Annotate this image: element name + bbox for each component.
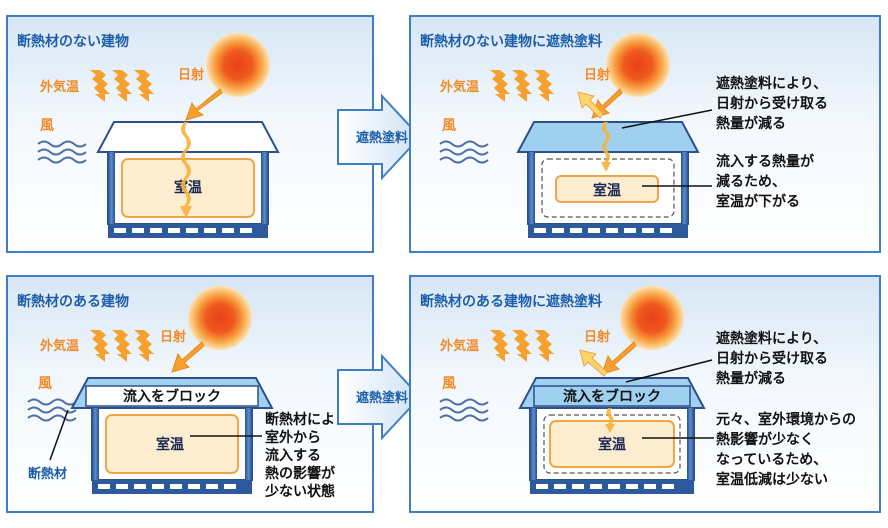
room-temp-label: 室温 — [156, 436, 184, 453]
outside-temp-label: 外気温 — [39, 338, 79, 354]
sunlight-arrow — [171, 341, 205, 373]
room-temp-label: 室温 — [593, 182, 621, 199]
sun-icon — [606, 33, 670, 97]
sunlight-arrow — [185, 88, 223, 121]
room-temp-label: 室温 — [174, 179, 202, 196]
room-temp-box — [121, 158, 255, 218]
wind-label: 風 — [442, 118, 456, 134]
heat-arrows-icon — [90, 70, 154, 102]
wind-icon — [37, 140, 87, 164]
wind-icon — [439, 398, 489, 422]
house: 室温 — [96, 121, 280, 238]
wall-left — [530, 408, 537, 480]
insulation-layer — [85, 385, 259, 407]
insulation-label: 断熱材 — [28, 466, 67, 482]
wall-left — [528, 152, 535, 224]
reflected-sunlight-arrow — [577, 91, 604, 119]
room-temp-box — [105, 414, 239, 474]
wall-left — [108, 152, 115, 224]
wall-right — [245, 408, 252, 480]
panel-no-insulation: 断熱材のない建物 日射 外気温 風 — [6, 15, 374, 253]
coating-arrow-label: 遮熱塗料 — [356, 390, 408, 406]
wall-right — [681, 152, 688, 224]
sunlight-label: 日射 — [160, 329, 186, 345]
panel-no-insulation-with-coating: 断熱材のない建物に遮熱塗料 日射 外気温 風 室 — [409, 15, 881, 253]
callout-line — [49, 409, 69, 461]
wall-right — [261, 152, 268, 224]
sun-icon — [188, 286, 252, 350]
outside-temp-label: 外気温 — [439, 79, 479, 95]
wind-label: 風 — [442, 376, 456, 392]
room-temp-label: 室温 — [598, 436, 626, 453]
panel-title: 断熱材のない建物 — [17, 33, 129, 50]
sunlight-label: 日射 — [178, 67, 204, 83]
panel-with-insulation: 断熱材のある建物 日射 外気温 風 流入をブロック — [6, 275, 374, 513]
panel-title: 断熱材のある建物 — [17, 293, 129, 310]
panel-title: 断熱材のある建物に遮熱塗料 — [420, 293, 602, 310]
description-coating: 遮熱塗料により、 日射から受け取る 熱量が減る — [716, 75, 833, 132]
callout-line — [625, 359, 713, 383]
block-inflow-label: 流入をブロック — [563, 388, 661, 405]
heat-arrows-icon — [490, 70, 554, 102]
wind-label: 風 — [38, 376, 52, 392]
sunlight-label: 日射 — [584, 67, 610, 83]
sunlight-arrow — [601, 341, 637, 375]
heat-flow-arrow — [180, 122, 192, 218]
coating-arrow-bottom: 遮熱塗料 — [337, 353, 422, 441]
insulation-layer — [533, 385, 691, 407]
wind-icon — [439, 140, 489, 164]
callout-line — [621, 109, 713, 129]
outside-temp-label: 外気温 — [439, 338, 479, 354]
description-coating: 遮熱塗料により、 日射から受け取る 熱量が減る — [716, 330, 833, 387]
wall-right — [687, 408, 694, 480]
sun-icon — [620, 286, 684, 350]
heat-arrows-icon — [90, 330, 154, 362]
panel-with-insulation-with-coating: 断熱材のある建物に遮熱塗料 日射 外気温 風 流入をブロック — [409, 275, 881, 513]
reflected-sunlight-arrow — [579, 349, 608, 377]
panel-title: 断熱材のない建物に遮熱塗料 — [420, 33, 602, 50]
heat-arrows-icon — [490, 330, 554, 362]
room-temp-box — [555, 175, 659, 203]
house: 室温 — [516, 121, 700, 238]
heat-flow-arrow — [605, 408, 615, 433]
sun-icon — [206, 33, 270, 97]
description-room-temp: 流入する熱量が 減るため、 室温が下がる — [716, 153, 819, 210]
heat-flow-arrow — [601, 122, 611, 172]
wind-label: 風 — [40, 118, 54, 134]
coating-arrow-top: 遮熱塗料 — [337, 93, 422, 181]
description-room-temp: 元々、室外環境からの 熱影響が少なく なっているため、 室温低減は少ない — [716, 411, 861, 488]
outside-temp-label: 外気温 — [39, 79, 79, 95]
house: 流入をブロック 室温 — [70, 377, 274, 494]
previous-room-outline — [543, 414, 681, 474]
coating-arrow-label: 遮熱塗料 — [356, 130, 408, 146]
sunlight-label: 日射 — [584, 329, 610, 345]
house: 流入をブロック 室温 — [518, 377, 706, 494]
block-inflow-label: 流入をブロック — [123, 388, 221, 405]
wall-left — [92, 408, 99, 480]
